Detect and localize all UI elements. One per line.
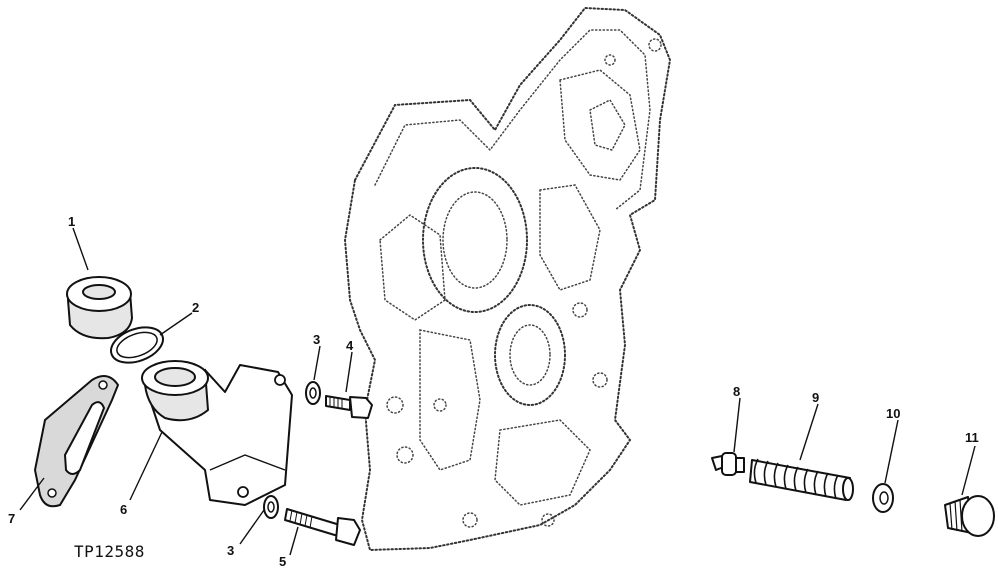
part-2-o-ring [110, 326, 164, 364]
callout-3-upper: 3 [313, 332, 320, 347]
callout-9: 9 [812, 390, 819, 405]
part-9-spring [749, 458, 854, 501]
figure-id: TP12588 [74, 542, 145, 561]
callout-labels: 1 2 3 4 3 5 6 7 8 9 10 11 [8, 214, 979, 569]
part-7-gasket [33, 375, 120, 508]
part-3-washer-upper [305, 381, 321, 405]
part-1-cap [66, 276, 134, 340]
callout-11: 11 [965, 430, 979, 445]
part-3-washer-lower [263, 495, 279, 519]
part-8-valve [711, 452, 745, 476]
callout-8: 8 [733, 384, 740, 399]
part-6-outlet-housing [141, 360, 293, 506]
part-11-plug [944, 495, 995, 537]
callout-3-lower: 3 [227, 543, 234, 558]
leader-lines [19, 227, 976, 556]
callout-5: 5 [279, 554, 286, 569]
callout-10: 10 [886, 406, 900, 421]
part-4-bolt-short [325, 395, 373, 419]
callout-6: 6 [120, 502, 127, 517]
part-10-washer [872, 483, 894, 513]
engine-front-cover-ghost [343, 6, 672, 552]
callout-7: 7 [8, 511, 15, 526]
callout-1: 1 [68, 214, 75, 229]
part-5-bolt-long [284, 508, 361, 546]
callout-4: 4 [346, 338, 354, 353]
callout-2: 2 [192, 300, 199, 315]
